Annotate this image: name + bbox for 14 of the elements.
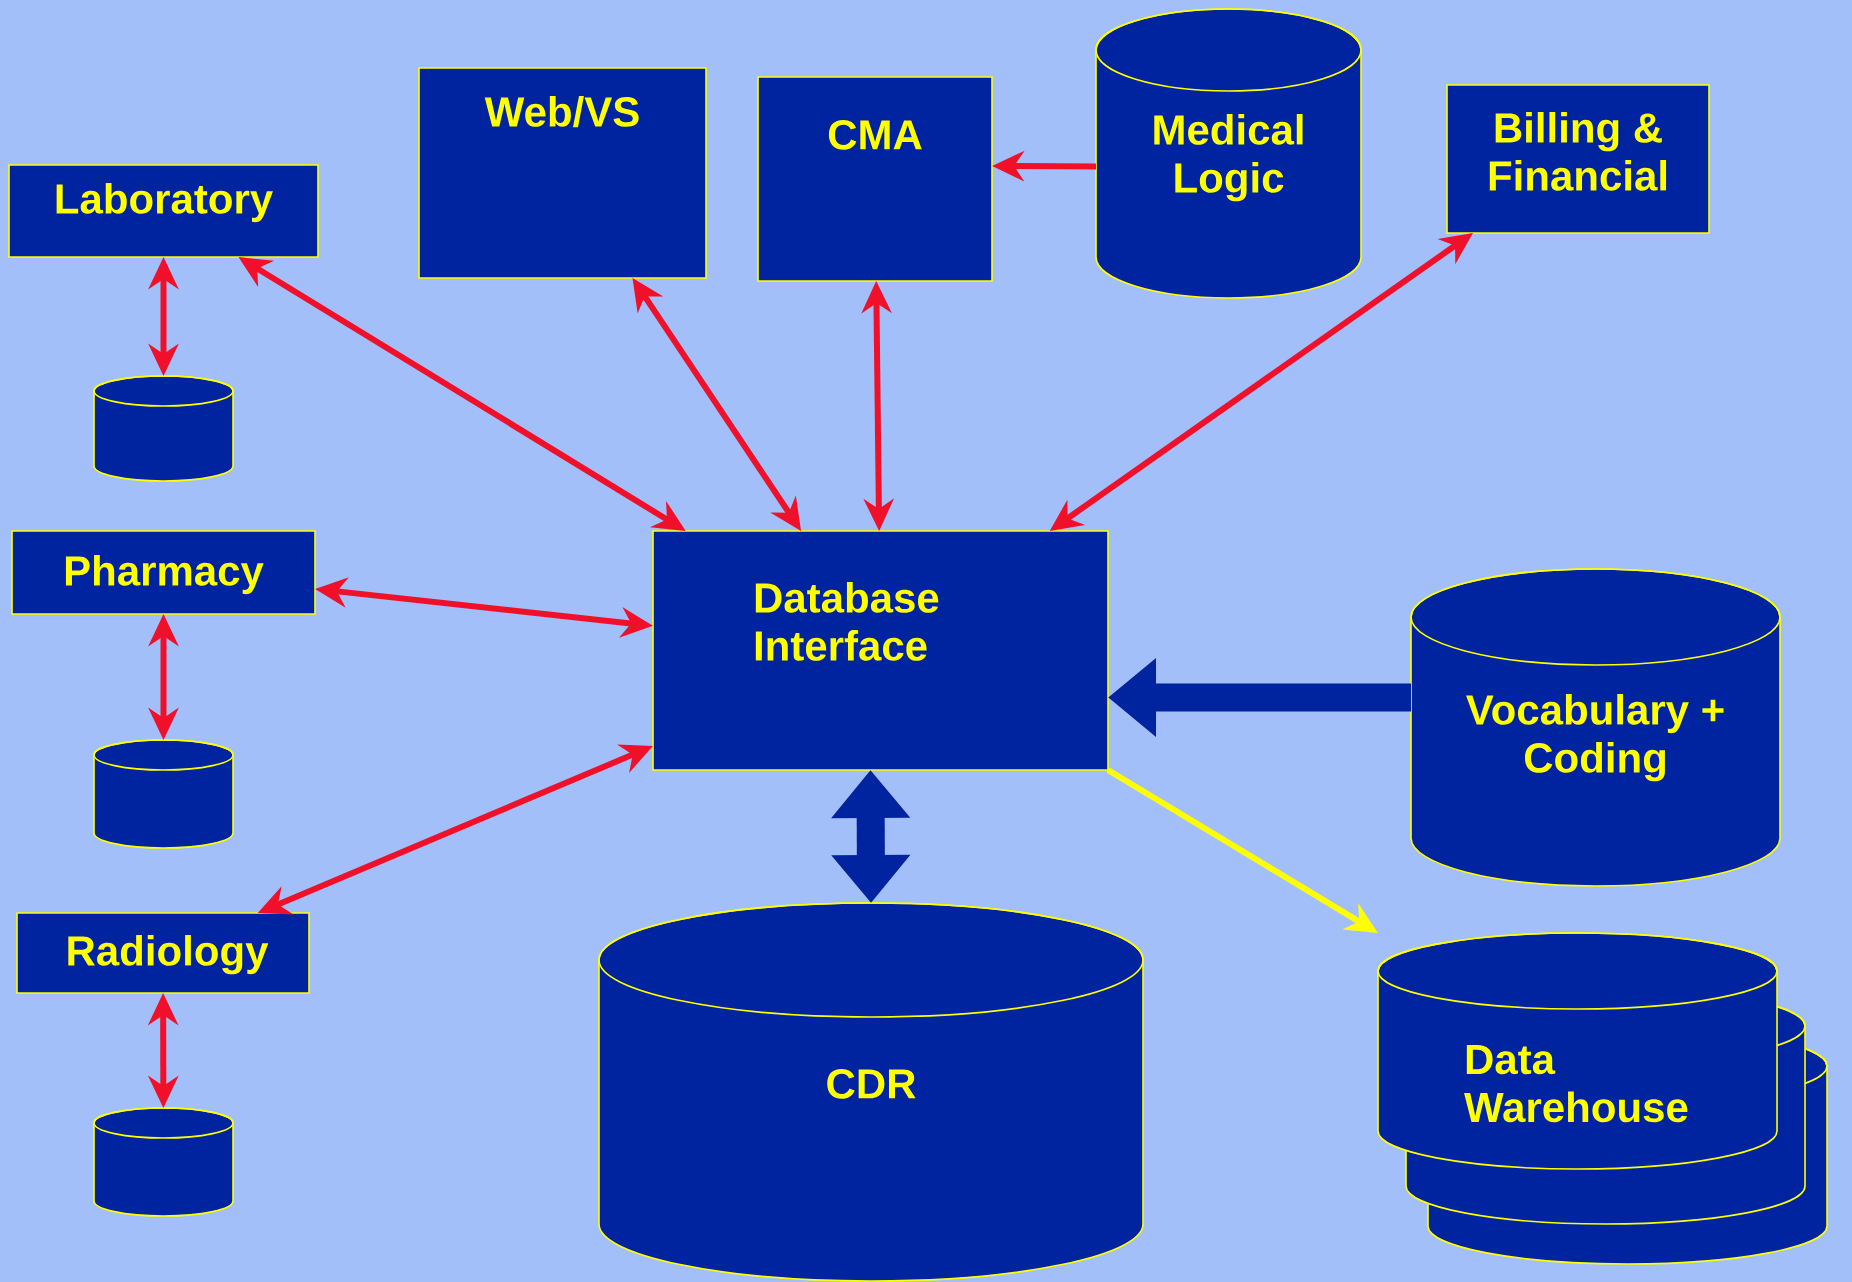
system-box: Laboratory	[8, 164, 319, 258]
database-cylinder: Vocabulary + Coding	[1410, 568, 1781, 887]
database-cylinder	[93, 739, 234, 849]
database-cylinder	[93, 1107, 234, 1217]
system-box: Database Interface	[652, 530, 1109, 771]
database-cylinder: Medical Logic	[1095, 8, 1362, 299]
system-box: Radiology	[16, 912, 310, 994]
database-cylinder	[93, 375, 234, 482]
system-box: Pharmacy	[11, 530, 316, 615]
system-box: CMA	[757, 76, 993, 282]
system-box: Billing & Financial	[1446, 84, 1710, 234]
database-stack-drawing: Data Warehouse	[1377, 932, 1828, 1265]
database-cylinder: CDR	[598, 902, 1144, 1282]
system-box: Web/VS	[418, 67, 707, 279]
